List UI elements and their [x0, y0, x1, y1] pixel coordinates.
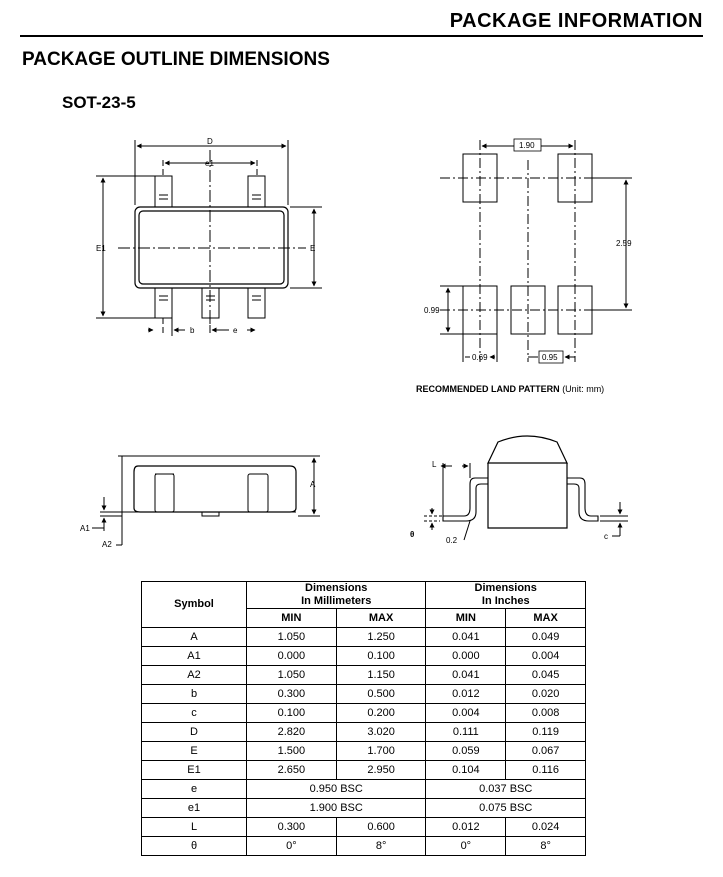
label-D: D: [207, 137, 213, 146]
package-name: SOT-23-5: [62, 93, 136, 112]
land-pattern-caption: RECOMMENDED LAND PATTERN (Unit: mm): [416, 384, 604, 394]
label-gap: 0.95: [542, 353, 558, 362]
label-e1: e1: [205, 159, 214, 168]
top-view: [96, 140, 322, 336]
label-A1: A1: [80, 524, 90, 533]
symbol-header: Symbol: [141, 581, 247, 628]
label-height: 2.59: [616, 239, 632, 248]
end-view: [424, 435, 628, 541]
land-pattern-labels: 1.90 2.59 0.99 0.69 0.95: [424, 141, 632, 362]
section-header: PACKAGE INFORMATION: [449, 10, 703, 32]
land-pattern: [440, 138, 632, 364]
land-pattern-caption-title: RECOMMENDED LAND PATTERN: [416, 384, 560, 394]
header-rule: [20, 35, 703, 37]
mm-min-header: MIN: [246, 608, 337, 628]
in-min-header: MIN: [425, 608, 507, 628]
label-c: c: [604, 532, 608, 541]
label-A2: A2: [102, 540, 112, 549]
side-view: [92, 455, 320, 546]
label-theta: θ: [410, 530, 414, 539]
top-view-labels: D e1 E1 E b e: [96, 137, 315, 335]
label-pad-w: 0.69: [472, 353, 488, 362]
label-A: A: [310, 480, 316, 489]
label-pitch: 1.90: [519, 141, 535, 150]
label-lead-dim: 0.2: [446, 536, 458, 545]
label-b: b: [190, 326, 195, 335]
mm-max-header: MAX: [335, 608, 427, 628]
page-title: PACKAGE OUTLINE DIMENSIONS: [22, 49, 330, 70]
land-pattern-caption-unit: (Unit: mm): [562, 384, 605, 394]
label-E1: E1: [96, 244, 106, 253]
end-view-labels: L θ 0.2 c: [410, 460, 608, 545]
label-e: e: [233, 326, 238, 335]
side-view-labels: A A1 A2: [80, 480, 316, 549]
label-E: E: [310, 244, 315, 253]
label-pad-h: 0.99: [424, 306, 440, 315]
in-max-header: MAX: [505, 608, 586, 628]
label-L: L: [432, 460, 437, 469]
